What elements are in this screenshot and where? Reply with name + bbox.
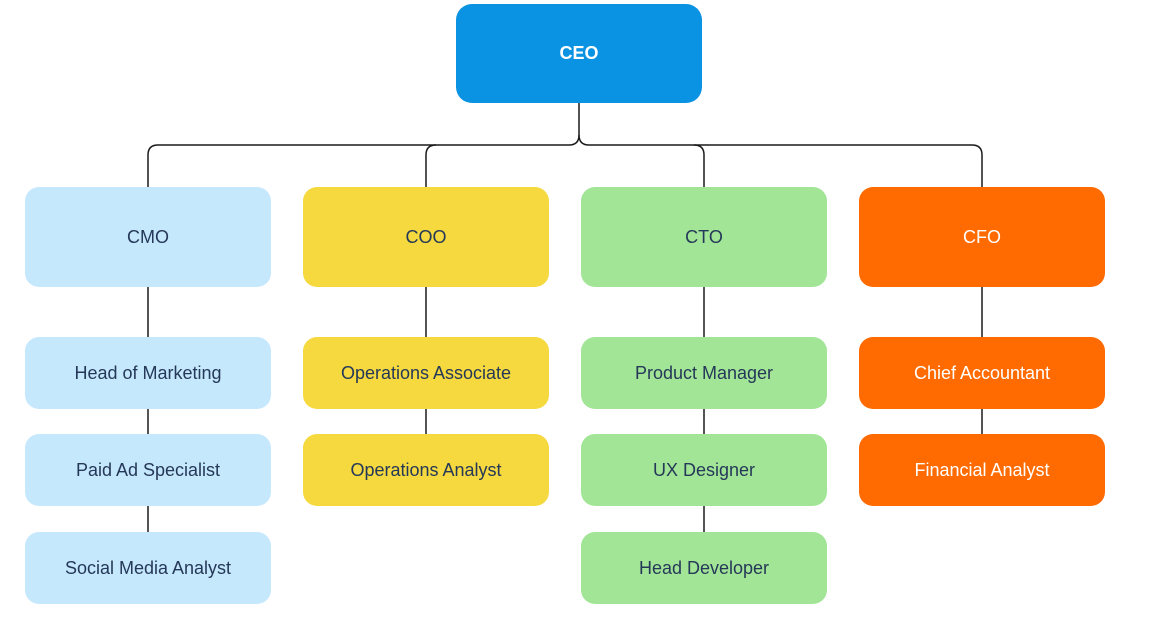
- node-ux-designer[interactable]: UX Designer: [581, 434, 827, 506]
- node-cfo[interactable]: CFO: [859, 187, 1105, 287]
- node-financial-analyst[interactable]: Financial Analyst: [859, 434, 1105, 506]
- node-paid-ad-specialist[interactable]: Paid Ad Specialist: [25, 434, 271, 506]
- node-coo[interactable]: COO: [303, 187, 549, 287]
- connector-ceo-cto: [693, 144, 705, 187]
- node-operations-analyst[interactable]: Operations Analyst: [303, 434, 549, 506]
- connector-ceo-coo: [425, 144, 437, 187]
- node-operations-associate[interactable]: Operations Associate: [303, 337, 549, 409]
- node-chief-accountant[interactable]: Chief Accountant: [859, 337, 1105, 409]
- node-head-of-marketing[interactable]: Head of Marketing: [25, 337, 271, 409]
- node-ceo[interactable]: CEO: [456, 4, 702, 103]
- connector-ceo-cfo: [578, 134, 983, 187]
- node-head-developer[interactable]: Head Developer: [581, 532, 827, 604]
- node-product-manager[interactable]: Product Manager: [581, 337, 827, 409]
- node-cmo[interactable]: CMO: [25, 187, 271, 287]
- node-social-media-analyst[interactable]: Social Media Analyst: [25, 532, 271, 604]
- node-cto[interactable]: CTO: [581, 187, 827, 287]
- connector-ceo-cmo: [147, 103, 580, 187]
